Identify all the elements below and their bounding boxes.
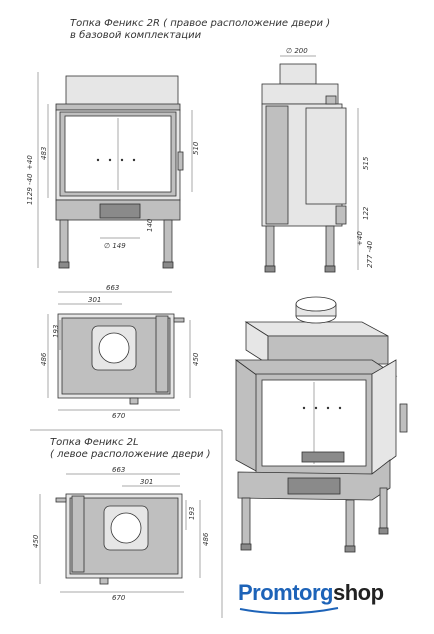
dim-h-total: 1129 -40 [26, 173, 34, 205]
title-left-line1: Топка Феникс 2L [50, 437, 139, 448]
dim-top-depth: 193 [52, 325, 60, 338]
iso-ash-drawer [287, 477, 341, 495]
title-left-line2: ( левое расположение двери ) [50, 449, 211, 460]
dim-h-side: 515 [362, 156, 370, 170]
bot-flue-hole [110, 512, 142, 544]
dim-h-leg: 277 -40 [366, 240, 374, 268]
dim-bot-depth: 193 [188, 507, 196, 520]
brand-part1: Promtorg [238, 580, 334, 605]
title-right-line1: Топка Феникс 2R ( правое расположение дв… [70, 18, 331, 29]
iso-leg-3 [379, 487, 388, 529]
dim-h-glass: 510 [192, 141, 200, 155]
front-view: 1129 -40 +40 483 510 ∅ 149 140 [26, 72, 200, 269]
iso-leg-2 [345, 499, 355, 547]
title-left-door: Топка Феникс 2L ( левое расположение две… [50, 437, 211, 461]
title-right-line2: в базовой комплектации [70, 30, 202, 41]
side-leg-front [265, 225, 275, 267]
side-flue-pipe [279, 63, 317, 85]
side-view: ∅ 200 515 122 +40 277 -40 [261, 47, 374, 273]
dim-bot-right-h: 486 [202, 532, 210, 546]
dim-bot-h: 450 [32, 534, 40, 548]
front-leg-left [59, 219, 69, 263]
dim-h-ash: 122 [362, 206, 370, 220]
front-leg-right [163, 219, 173, 263]
dim-bot-bottom-w: 670 [112, 594, 126, 602]
side-glass-panel [305, 107, 347, 205]
iso-leg-1 [241, 497, 251, 545]
dim-ash-w: 140 [146, 218, 154, 232]
front-ash-drawer [99, 203, 141, 219]
top-flue-hole [98, 332, 130, 364]
dim-top-bottom-w: 670 [112, 412, 126, 420]
title-right-door: Топка Феникс 2R ( правое расположение дв… [70, 18, 330, 42]
top-view-left: 663 301 450 193 486 670 [32, 466, 210, 602]
dim-flue-front: ∅ 149 [104, 242, 126, 250]
iso-left-frame [235, 359, 259, 473]
dim-bot-offset: 301 [140, 478, 153, 486]
dim-top-h: 486 [40, 352, 48, 366]
brand-part2: shop [333, 580, 384, 605]
dim-top-right-h: 450 [192, 352, 200, 366]
dim-h-front: 483 [40, 147, 48, 160]
brand-logo: Promtorgshop [238, 580, 384, 606]
side-front-frame [265, 105, 289, 225]
iso-handle [399, 403, 408, 433]
front-top-plate [55, 103, 181, 111]
dim-top-offset: 301 [88, 296, 101, 304]
front-handle [177, 151, 184, 171]
side-leg-back [325, 225, 335, 267]
dim-h-total-plus: +40 [26, 155, 34, 170]
brand-swoosh [239, 607, 339, 615]
dim-h-leg-plus: +40 [356, 231, 364, 246]
front-top-hood [65, 75, 179, 109]
left-variant-frame [30, 429, 223, 618]
dim-flue-side: ∅ 200 [286, 47, 308, 55]
top-view-right: 663 301 486 193 450 670 [40, 284, 200, 420]
dim-bot-w: 663 [112, 466, 125, 474]
iso-hood-top [244, 321, 389, 337]
isometric-view [234, 296, 408, 553]
iso-grate [301, 451, 345, 463]
iso-side-glass [371, 359, 397, 475]
dim-top-w: 663 [106, 284, 119, 292]
